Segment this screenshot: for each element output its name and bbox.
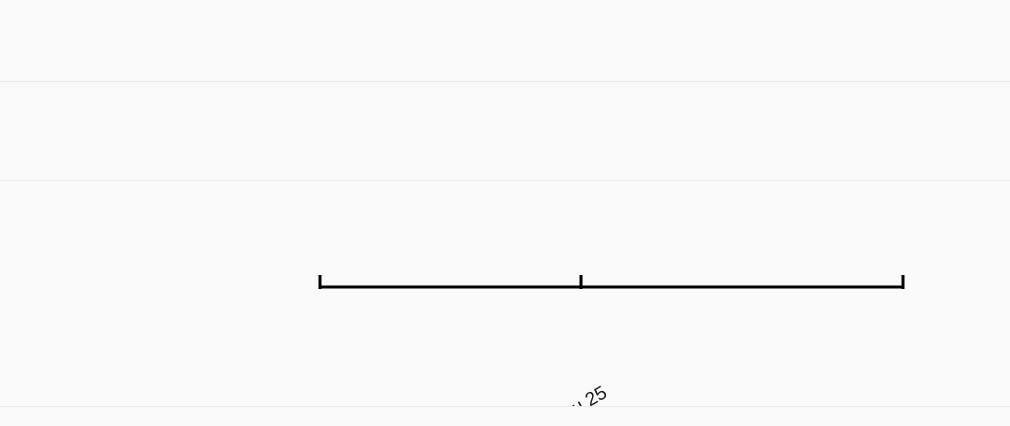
band-divider-top <box>0 81 1010 82</box>
chart-band: Thu 25 <box>0 181 1010 406</box>
legend-band: scheduledskippedupstream_failedup_for_re… <box>0 82 1010 218</box>
top-empty-band <box>0 0 1010 81</box>
band-divider-middle <box>0 180 1010 181</box>
band-divider-bottom <box>0 406 1010 407</box>
x-axis-bracket <box>318 275 905 289</box>
x-axis-tick-label: Thu 25 <box>549 382 611 406</box>
